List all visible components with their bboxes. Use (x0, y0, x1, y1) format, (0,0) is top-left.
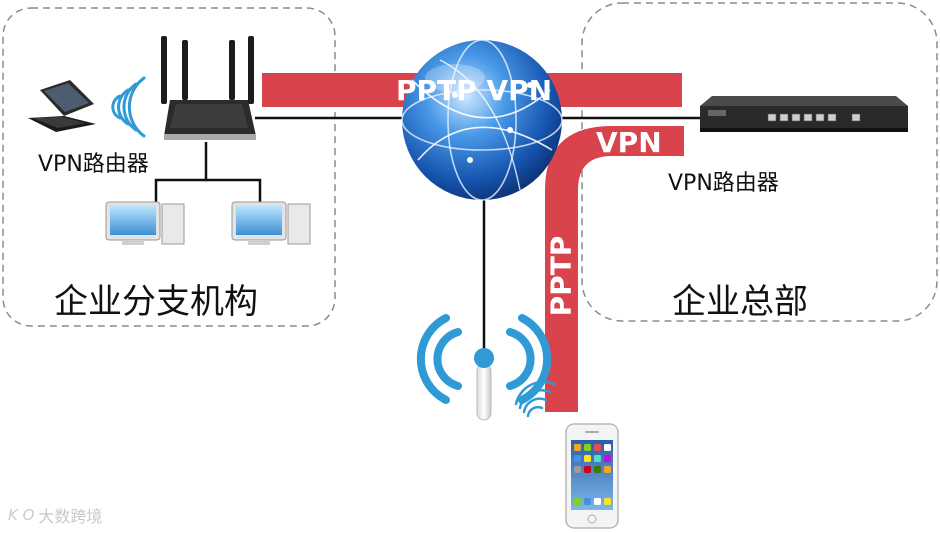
rack-router-icon (700, 96, 908, 132)
laptop-icon (28, 80, 96, 132)
desktop-computer-icon (105, 201, 185, 245)
mobile-tunnel-label-vertical: PPTP (544, 235, 578, 317)
watermark: K O 大数跨境 (8, 503, 102, 527)
smartphone-icon (565, 423, 619, 529)
mobile-tunnel-label-horizontal: VPN (596, 126, 662, 159)
branch-router-label: VPN路由器 (38, 152, 149, 177)
hq-router-label: VPN路由器 (668, 171, 779, 196)
branch-region-label: 企业分支机构 (54, 282, 258, 322)
watermark-logo: K O (8, 506, 35, 524)
watermark-text: 大数跨境 (38, 507, 103, 526)
globe-icon (401, 39, 563, 201)
wifi-signal-icon (514, 380, 556, 418)
branch-region-border (2, 7, 336, 327)
wifi-signal-icon (111, 76, 146, 138)
main-tunnel-label: PPTP VPN (396, 74, 553, 107)
hq-region-label: 企业总部 (672, 282, 808, 322)
desktop-computer-icon (231, 201, 311, 245)
mobile-tunnel-band (545, 126, 684, 412)
router-to-pc2-line (206, 178, 262, 212)
wifi-router-icon (161, 36, 256, 140)
router-to-pcs-line (154, 142, 208, 212)
